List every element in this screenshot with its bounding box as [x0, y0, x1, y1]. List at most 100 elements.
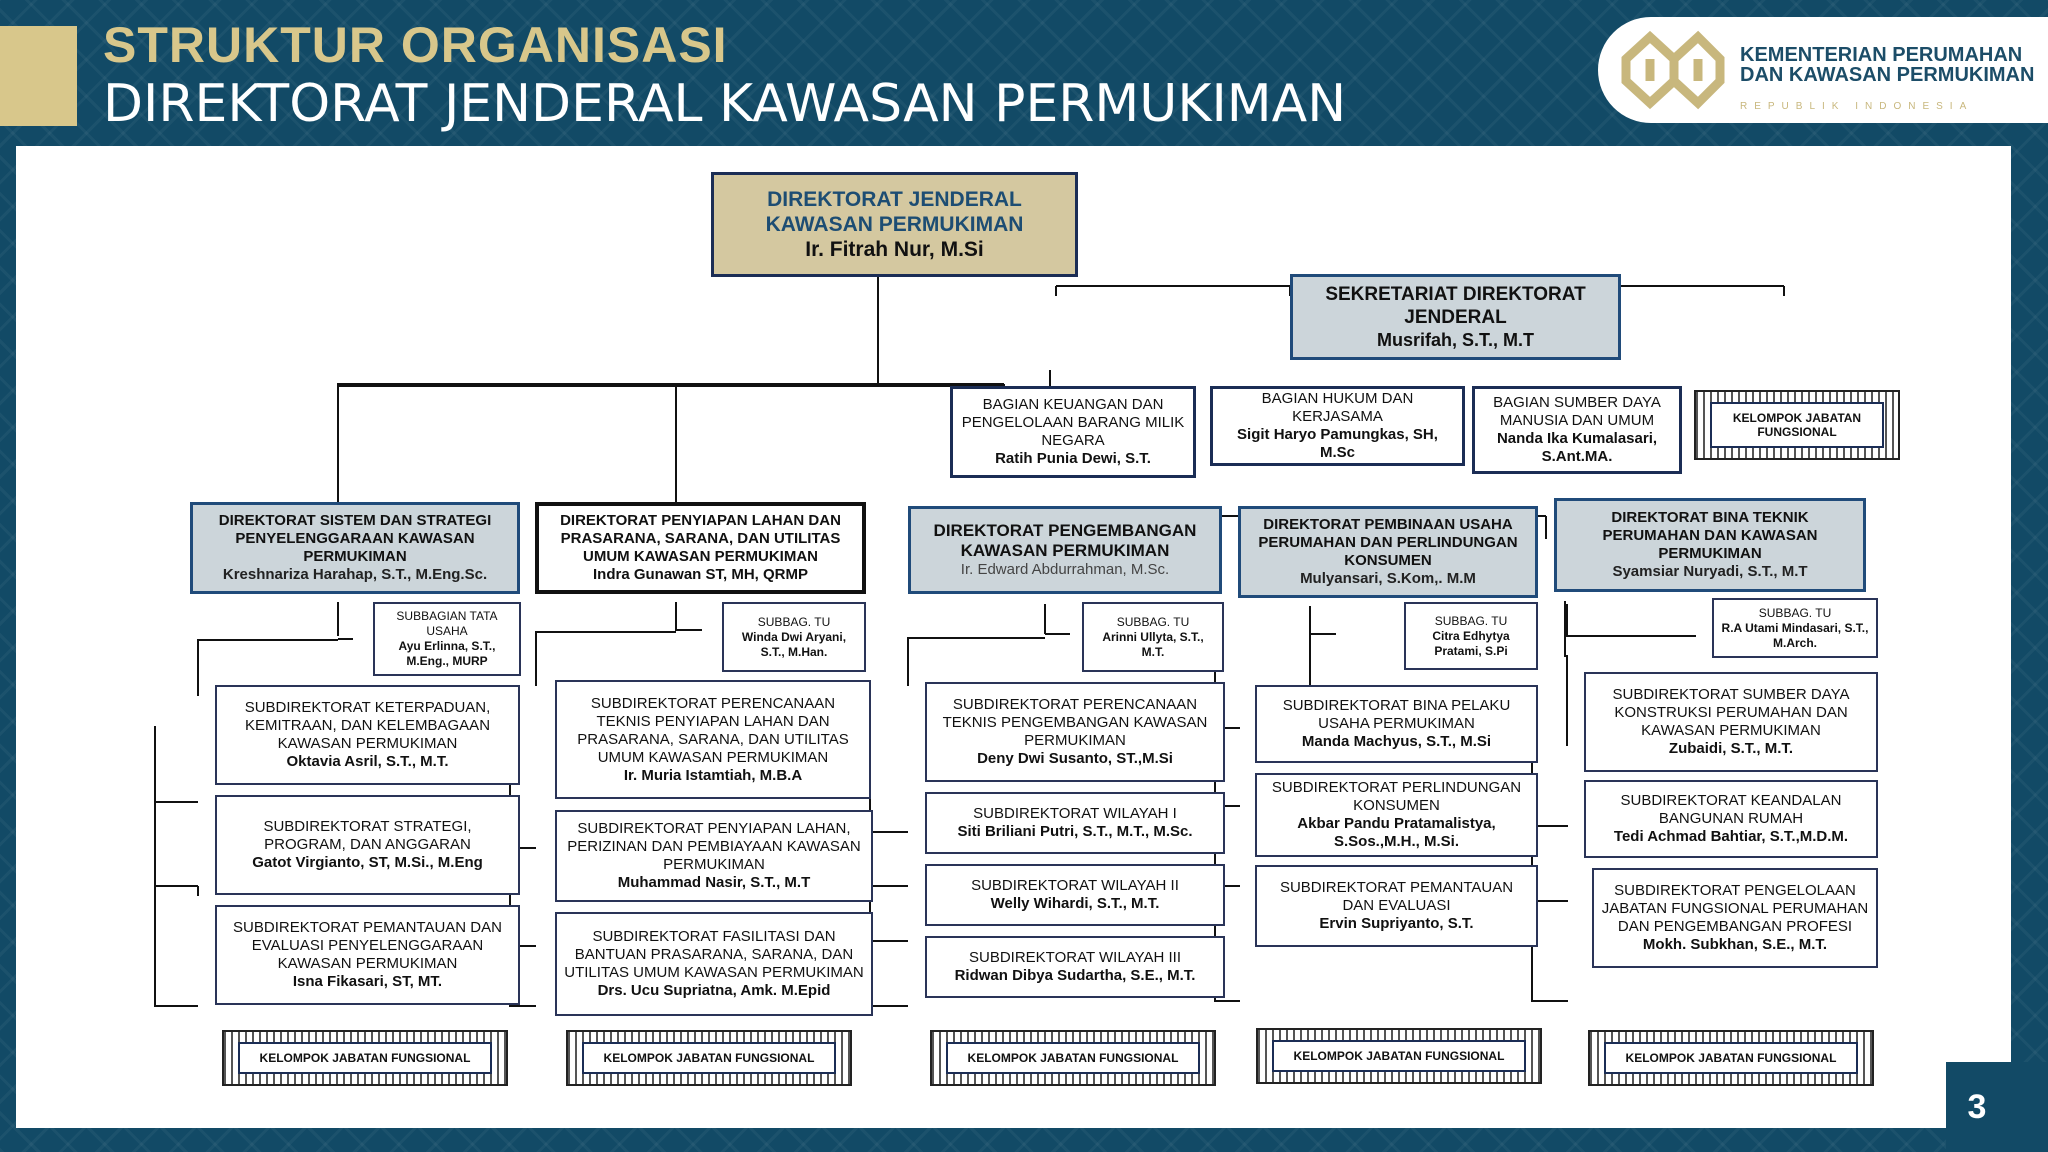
kjf-label: KELOMPOK JABATAN FUNGSIONAL: [238, 1042, 492, 1074]
subdirektorat-name: Tedi Achmad Bahtiar, S.T.,M.D.M.: [1613, 828, 1849, 845]
subdirektorat-name: Drs. Ucu Supriatna, Amk. M.Epid: [597, 982, 831, 999]
subdirektorat-title: SUBDIREKTORAT PENYIAPAN LAHAN, PERIZINAN…: [567, 820, 861, 873]
subbag-name: Winda Dwi Aryani, S.T., M.Han.: [741, 629, 847, 659]
subbag-title: SUBBAGIAN TATA USAHA: [396, 609, 498, 638]
secretariat-title-line1: SEKRETARIAT DIREKTORAT: [1325, 283, 1586, 305]
subbag-title: SUBBAG. TU: [1758, 605, 1832, 620]
ministry-logo: KEMENTERIAN PERUMAHAN DAN KAWASAN PERMUK…: [1598, 17, 2048, 123]
subbag-title: SUBBAG. TU: [1116, 614, 1190, 629]
subdirektorat-name: Gatot Virgianto, ST, M.Si., M.Eng: [252, 854, 483, 871]
subdirektorat-title: SUBDIREKTORAT BINA PELAKU USAHA PERMUKIM…: [1282, 697, 1511, 732]
subdirektorat-box: SUBDIREKTORAT PEMANTAUAN DAN EVALUASI Er…: [1255, 865, 1538, 947]
subdirektorat-name: Manda Machyus, S.T., M.Si: [1301, 733, 1492, 750]
subdirektorat-box: SUBDIREKTORAT WILAYAH III Ridwan Dibya S…: [925, 936, 1225, 998]
page-number: 3: [1946, 1062, 2048, 1152]
subdirektorat-name: Ervin Supriyanto, S.T.: [1319, 915, 1474, 932]
direktorat-bina-teknik-box: DIREKTORAT BINA TEKNIK PERUMAHAN DAN KAW…: [1554, 498, 1866, 592]
subdirektorat-name: Mokh. Subkhan, S.E., M.T.: [1642, 936, 1828, 953]
subdirektorat-box: SUBDIREKTORAT STRATEGI, PROGRAM, DAN ANG…: [215, 795, 520, 895]
kjf-dir-4: KELOMPOK JABATAN FUNGSIONAL: [1256, 1028, 1542, 1084]
dg-title-line1: DIREKTORAT JENDERAL: [767, 188, 1022, 211]
subdirektorat-title: SUBDIREKTORAT SUMBER DAYA KONSTRUKSI PER…: [1612, 686, 1850, 739]
direktorat-name: Kreshnariza Harahap, S.T., M.Eng.Sc.: [222, 566, 488, 583]
subbag-tu-box: SUBBAG. TU Winda Dwi Aryani, S.T., M.Han…: [722, 602, 866, 672]
kjf-label: KELOMPOK JABATAN FUNGSIONAL: [1272, 1040, 1526, 1072]
ministry-country: REPUBLIK INDONESIA: [1740, 101, 1974, 112]
subbag-tu-box: SUBBAG. TU Arinni Ullyta, S.T., M.T.: [1082, 602, 1224, 672]
subdirektorat-box: SUBDIREKTORAT WILAYAH II Welly Wihardi, …: [925, 864, 1225, 926]
ministry-name-line2: DAN KAWASAN PERMUKIMAN: [1740, 64, 2035, 86]
ministry-emblem-icon: [1621, 30, 1725, 110]
direktorat-title: DIREKTORAT BINA TEKNIK PERUMAHAN DAN KAW…: [1602, 509, 1818, 562]
subdirektorat-name: Muhammad Nasir, S.T., M.T: [617, 874, 811, 891]
director-general-office: DIREKTORAT JENDERAL KAWASAN PERMUKIMAN I…: [711, 172, 1078, 277]
secretariat-title-line2: JENDERAL: [1404, 306, 1507, 328]
subdirektorat-title: SUBDIREKTORAT PERENCANAAN TEKNIS PENYIAP…: [577, 694, 849, 766]
subdirektorat-box: SUBDIREKTORAT PENGELOLAAN JABATAN FUNGSI…: [1592, 868, 1878, 968]
subdirektorat-name: Siti Briliani Putri, S.T., M.T., M.Sc.: [957, 823, 1193, 840]
subdirektorat-title: SUBDIREKTORAT WILAYAH II: [971, 877, 1179, 894]
subbag-tu-box: SUBBAG. TU R.A Utami Mindasari, S.T., M.…: [1712, 598, 1878, 658]
subdirektorat-title: SUBDIREKTORAT STRATEGI, PROGRAM, DAN ANG…: [263, 818, 472, 853]
direktorat-pembinaan-usaha-box: DIREKTORAT PEMBINAAN USAHA PERUMAHAN DAN…: [1238, 506, 1538, 598]
subdirektorat-box: SUBDIREKTORAT KETERPADUAN, KEMITRAAN, DA…: [215, 685, 520, 785]
page-number-text: 3: [1967, 1087, 1987, 1126]
bagian-name: Sigit Haryo Pamungkas, SH, M.Sc: [1237, 426, 1438, 461]
subdirektorat-title: SUBDIREKTORAT FASILITASI DAN BANTUAN PRA…: [564, 928, 864, 981]
bagian-name: Nanda Ika Kumalasari, S.Ant.MA.: [1496, 430, 1658, 465]
bagian-keuangan-box: BAGIAN KEUANGAN DAN PENGELOLAAN BARANG M…: [950, 386, 1196, 478]
direktorat-title: DIREKTORAT PEMBINAAN USAHA PERUMAHAN DAN…: [1258, 516, 1518, 569]
subdirektorat-box: SUBDIREKTORAT PERLINDUNGAN KONSUMEN Akba…: [1255, 773, 1538, 857]
subdirektorat-name: Ridwan Dibya Sudartha, S.E., M.T.: [954, 967, 1196, 984]
subdirektorat-title: SUBDIREKTORAT PENGELOLAAN JABATAN FUNGSI…: [1601, 882, 1869, 935]
subdirektorat-title: SUBDIREKTORAT PERLINDUNGAN KONSUMEN: [1271, 779, 1522, 814]
subdirektorat-box: SUBDIREKTORAT WILAYAH I Siti Briliani Pu…: [925, 792, 1225, 854]
subdirektorat-name: Oktavia Asril, S.T., M.T.: [286, 753, 449, 770]
subdirektorat-box: SUBDIREKTORAT PENYIAPAN LAHAN, PERIZINAN…: [555, 810, 873, 902]
direktorat-title: DIREKTORAT PENYIAPAN LAHAN DAN PRASARANA…: [560, 512, 841, 565]
subdirektorat-title: SUBDIREKTORAT WILAYAH I: [973, 805, 1177, 822]
subbag-tu-box: SUBBAGIAN TATA USAHA Ayu Erlinna, S.T., …: [373, 602, 521, 676]
subdirektorat-box: SUBDIREKTORAT PEMANTAUAN DAN EVALUASI PE…: [215, 905, 520, 1005]
dg-title-line2: KAWASAN PERMUKIMAN: [765, 213, 1024, 236]
ministry-name: KEMENTERIAN PERUMAHAN DAN KAWASAN PERMUK…: [1740, 45, 2034, 85]
ministry-name-line1: KEMENTERIAN PERUMAHAN: [1740, 44, 2023, 66]
dg-name: Ir. Fitrah Nur, M.Si: [805, 238, 984, 261]
subdirektorat-box: SUBDIREKTORAT PERENCANAAN TEKNIS PENGEMB…: [925, 682, 1225, 782]
direktorat-name: Ir. Edward Abdurrahman, M.Sc.: [960, 561, 1170, 578]
bagian-hukum-box: BAGIAN HUKUM DAN KERJASAMA Sigit Haryo P…: [1210, 386, 1465, 466]
subbag-name: Arinni Ullyta, S.T., M.T.: [1102, 629, 1204, 659]
direktorat-pengembangan-box: DIREKTORAT PENGEMBANGAN KAWASAN PERMUKIM…: [908, 506, 1222, 594]
bagian-title: BAGIAN HUKUM DAN KERJASAMA: [1261, 390, 1414, 425]
subdirektorat-title: SUBDIREKTORAT PERENCANAAN TEKNIS PENGEMB…: [942, 696, 1208, 749]
subbag-title: SUBBAG. TU: [757, 614, 831, 629]
direktorat-title: DIREKTORAT SISTEM DAN STRATEGI PENYELENG…: [218, 512, 492, 565]
subdirektorat-name: Zubaidi, S.T., M.T.: [1668, 740, 1794, 757]
subdirektorat-title: SUBDIREKTORAT WILAYAH III: [969, 949, 1181, 966]
kjf-dir-1: KELOMPOK JABATAN FUNGSIONAL: [222, 1030, 508, 1086]
kjf-dir-5: KELOMPOK JABATAN FUNGSIONAL: [1588, 1030, 1874, 1086]
direktorat-title: DIREKTORAT PENGEMBANGAN KAWASAN PERMUKIM…: [933, 521, 1197, 560]
subdirektorat-name: Akbar Pandu Pratamalistya, S.Sos.,M.H., …: [1297, 815, 1496, 850]
subdirektorat-box: SUBDIREKTORAT BINA PELAKU USAHA PERMUKIM…: [1255, 685, 1538, 763]
subdirektorat-box: SUBDIREKTORAT KEANDALAN BANGUNAN RUMAH T…: [1584, 780, 1878, 858]
kjf-label: KELOMPOK JABATAN FUNGSIONAL: [582, 1042, 836, 1074]
subdirektorat-name: Isna Fikasari, ST, MT.: [292, 973, 443, 990]
bagian-title: BAGIAN KEUANGAN DAN PENGELOLAAN BARANG M…: [961, 396, 1185, 449]
direktorat-name: Mulyansari, S.Kom,. M.M: [1300, 570, 1476, 587]
kjf-label: KELOMPOK JABATAN FUNGSIONAL: [946, 1042, 1200, 1074]
bagian-title: BAGIAN SUMBER DAYA MANUSIA DAN UMUM: [1493, 394, 1661, 429]
subdirektorat-title: SUBDIREKTORAT KEANDALAN BANGUNAN RUMAH: [1620, 792, 1842, 827]
subdirektorat-box: SUBDIREKTORAT FASILITASI DAN BANTUAN PRA…: [555, 912, 873, 1016]
secretariat-name: Musrifah, S.T., M.T: [1376, 329, 1534, 350]
subbag-name: R.A Utami Mindasari, S.T., M.Arch.: [1721, 620, 1869, 650]
bagian-sdm-box: BAGIAN SUMBER DAYA MANUSIA DAN UMUM Nand…: [1472, 386, 1682, 474]
subdirektorat-name: Deny Dwi Susanto, ST.,M.Si: [977, 750, 1173, 767]
direktorat-sistem-box: DIREKTORAT SISTEM DAN STRATEGI PENYELENG…: [190, 502, 520, 594]
subbag-title: SUBBAG. TU: [1434, 613, 1508, 628]
direktorat-penyiapan-lahan-box: DIREKTORAT PENYIAPAN LAHAN DAN PRASARANA…: [535, 502, 866, 594]
kjf-dir-3: KELOMPOK JABATAN FUNGSIONAL: [930, 1030, 1216, 1086]
kjf-label: KELOMPOK JABATAN FUNGSIONAL: [1604, 1042, 1858, 1074]
secretariat-box: SEKRETARIAT DIREKTORAT JENDERAL Musrifah…: [1290, 274, 1621, 360]
direktorat-name: Syamsiar Nuryadi, S.T., M.T: [1612, 563, 1808, 580]
